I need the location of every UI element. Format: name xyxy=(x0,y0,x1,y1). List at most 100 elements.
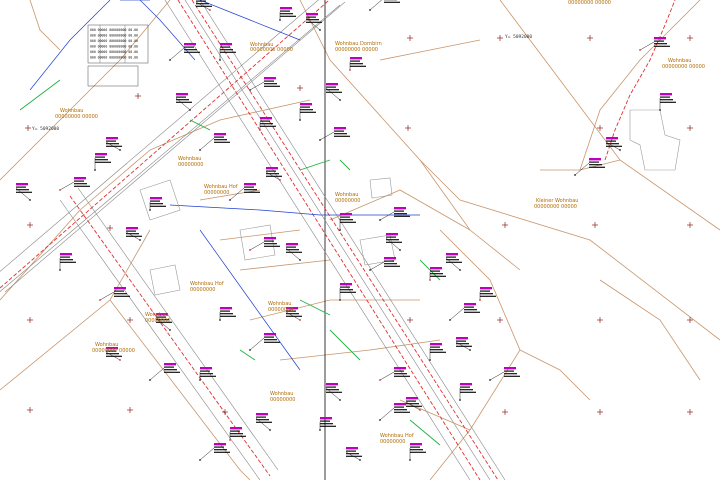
parcel-label-north-right: Wohnbau Dornbirn xyxy=(335,41,382,47)
annotation-callout xyxy=(15,183,32,201)
annotation-callout xyxy=(229,427,246,441)
grid-cross xyxy=(405,125,411,131)
grid-cross xyxy=(687,409,693,415)
grid-cross xyxy=(497,35,503,41)
annotation-callout xyxy=(319,127,350,141)
parcel-label-right-mid-sub: 00000000 00000 xyxy=(662,64,705,70)
annotation-callout xyxy=(325,383,342,401)
annotation-callout xyxy=(285,243,302,261)
annotation-callout xyxy=(94,153,111,171)
parcel-label-south-1: Wohnbau Hof xyxy=(190,281,224,287)
grid-cross xyxy=(222,409,228,415)
parcel-label-upper-left: Wohnbau xyxy=(60,108,83,114)
grid-cross xyxy=(597,317,603,323)
parcel-label-center-3-sub: 00000000 xyxy=(335,198,360,204)
annotation-callout xyxy=(149,363,180,381)
utility-lines-green xyxy=(19,79,441,446)
utility-lines-red xyxy=(0,0,676,480)
annotation-callout xyxy=(659,93,676,111)
grid-cross xyxy=(407,317,413,323)
parcel-label-center-1-sub: 00000000 xyxy=(178,162,203,168)
table-row: 000 00000 000000000 00.00 xyxy=(90,28,138,32)
street-corridors xyxy=(0,0,506,480)
parcel-label-east-sub: 00000000 00000 xyxy=(534,204,577,210)
annotation-callout xyxy=(339,283,356,301)
annotation-callout xyxy=(125,227,142,241)
parcel-label-west-mid-sub: 00000000 xyxy=(145,318,170,324)
parcel-label-north-center: Wohnbau xyxy=(250,42,273,48)
annotation-callout xyxy=(379,403,410,421)
data-table: 000 00000 000000000 00.00 000 00000 00000… xyxy=(87,24,149,87)
annotation-callout xyxy=(285,307,302,321)
utility-lines-blue xyxy=(29,0,420,371)
grid-cross xyxy=(597,409,603,415)
annotation-callout xyxy=(105,347,122,361)
parcel-label-center-2: Wohnbau Hof xyxy=(204,184,238,190)
parcel-label-north-center-sub: 00000000 00000 xyxy=(250,47,293,53)
annotation-callout xyxy=(259,117,276,131)
grid-cross xyxy=(497,317,503,323)
grid-cross xyxy=(502,222,508,228)
annotation-callout xyxy=(449,303,480,321)
grid-cross xyxy=(587,35,593,41)
annotation-callout xyxy=(199,133,230,151)
coordinate-label-2: Y= 5092000 xyxy=(505,34,532,40)
annotation-callout xyxy=(149,197,166,211)
parcel-label-north-right-sub: 00000000 00000 xyxy=(335,47,378,53)
annotation-callout xyxy=(219,43,236,61)
annotation-callout xyxy=(265,167,282,181)
parcel-label-south-3: Wohnbau xyxy=(270,391,293,397)
annotation-callout xyxy=(455,337,472,351)
annotation-callout xyxy=(249,237,280,251)
table-row: 000 00000 000000000 00.00 xyxy=(90,34,138,38)
annotation-callout xyxy=(429,267,446,281)
annotation-callout xyxy=(339,213,356,231)
parcel-label-west-low-sub: 00000000 00000 xyxy=(92,348,135,354)
grid-cross xyxy=(127,317,133,323)
parcel-label-center-1: Wohnbau xyxy=(178,156,201,162)
table-row: 000 00000 000000000 00.00 xyxy=(90,56,138,60)
table-row: 000 00000 000000000 00.00 xyxy=(90,45,138,49)
annotation-callout xyxy=(175,93,192,111)
grid-cross xyxy=(107,225,113,231)
grid-cross xyxy=(687,35,693,41)
annotation-callout xyxy=(59,253,76,271)
grid-cross xyxy=(127,407,133,413)
parcel-label-west-low: Wohnbau xyxy=(95,342,118,348)
annotation-callout xyxy=(299,103,316,121)
annotation-callout xyxy=(305,13,322,31)
annotation-callout xyxy=(639,37,670,51)
parcel-label-south-4: Wohnbau Hof xyxy=(380,433,414,439)
grid-cross xyxy=(297,85,303,91)
parcel-labels: Wohnbau 00000000 00000 Wohnbau Dornbirn … xyxy=(55,0,705,445)
annotation-callout xyxy=(379,207,410,221)
annotation-callout xyxy=(345,447,362,461)
grid-crosses xyxy=(25,35,693,415)
annotation-callout xyxy=(489,367,520,381)
annotation-callout xyxy=(99,287,130,301)
coordinate-label-1: Y= 5092000 xyxy=(32,126,59,132)
grid-cross xyxy=(687,222,693,228)
parcel-label-right-mid: Wohnbau xyxy=(668,58,691,64)
grid-cross xyxy=(687,317,693,323)
annotation-callout xyxy=(199,367,216,381)
grid-cross xyxy=(407,35,413,41)
parcel-label-east: Kleiner Wohnbau xyxy=(536,198,578,204)
annotation-callout xyxy=(445,253,462,271)
buildings xyxy=(139,109,681,296)
annotation-callout xyxy=(405,397,422,411)
annotation-callout xyxy=(349,57,366,71)
annotation-callout xyxy=(379,367,410,381)
parcel-label-upper-left-sub: 00000000 00000 xyxy=(55,114,98,120)
grid-cross xyxy=(27,317,33,323)
grid-cross xyxy=(27,222,33,228)
annotation-callout xyxy=(459,383,476,401)
annotation-callout xyxy=(105,137,122,151)
grid-cross xyxy=(25,125,31,131)
parcel-label-south-2: Wohnbau xyxy=(268,301,291,307)
annotation-callout xyxy=(255,413,272,431)
grid-cross xyxy=(687,125,693,131)
